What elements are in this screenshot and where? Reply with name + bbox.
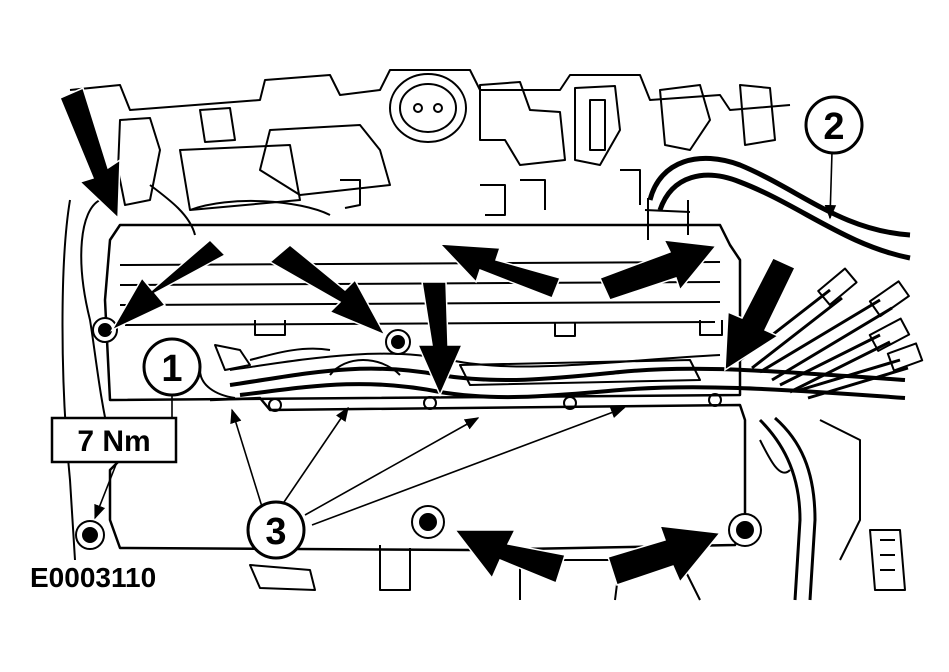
- arrow-bottom-right: [607, 525, 722, 586]
- arrow-cover-center-left: [438, 243, 562, 299]
- arrow-bottom-middle: [453, 529, 566, 585]
- torque-label-text: 7 Nm: [77, 425, 150, 458]
- leader-3-c: [304, 417, 480, 516]
- callout-3: 3: [246, 500, 306, 560]
- bolt-lower-right: [728, 513, 762, 547]
- arrow-down-right: [724, 257, 797, 372]
- bolt-upper-left: [92, 317, 118, 343]
- bolt-upper-middle: [385, 329, 411, 355]
- callout-3-label: 3: [265, 511, 286, 553]
- arrow-to-bolt-upper-middle: [268, 244, 387, 337]
- arrow-cover-center-right: [598, 239, 718, 301]
- callout-1-label: 1: [161, 348, 182, 390]
- leader-3-d: [311, 407, 626, 526]
- callout-1: 1: [142, 337, 202, 397]
- leader-2: [824, 151, 837, 220]
- engine-linework: [61, 69, 924, 601]
- callout-2: 2: [804, 95, 864, 155]
- reference-code: E0003110: [30, 562, 157, 593]
- arrow-to-bolt-upper-left: [110, 238, 227, 332]
- bolt-lower-left: [75, 520, 105, 550]
- leader-torque: [94, 461, 118, 520]
- cover-bolts: [75, 317, 762, 550]
- callout-leaders: [94, 151, 837, 526]
- bolt-lower-middle: [411, 505, 445, 539]
- leader-3-b: [281, 406, 349, 506]
- leader-3-a: [230, 408, 264, 511]
- indicator-arrows: [59, 86, 797, 586]
- arrow-down-center: [416, 281, 464, 397]
- torque-label-box: 7 Nm: [50, 416, 178, 464]
- arrow-top-left: [59, 86, 121, 220]
- callout-2-label: 2: [823, 106, 844, 148]
